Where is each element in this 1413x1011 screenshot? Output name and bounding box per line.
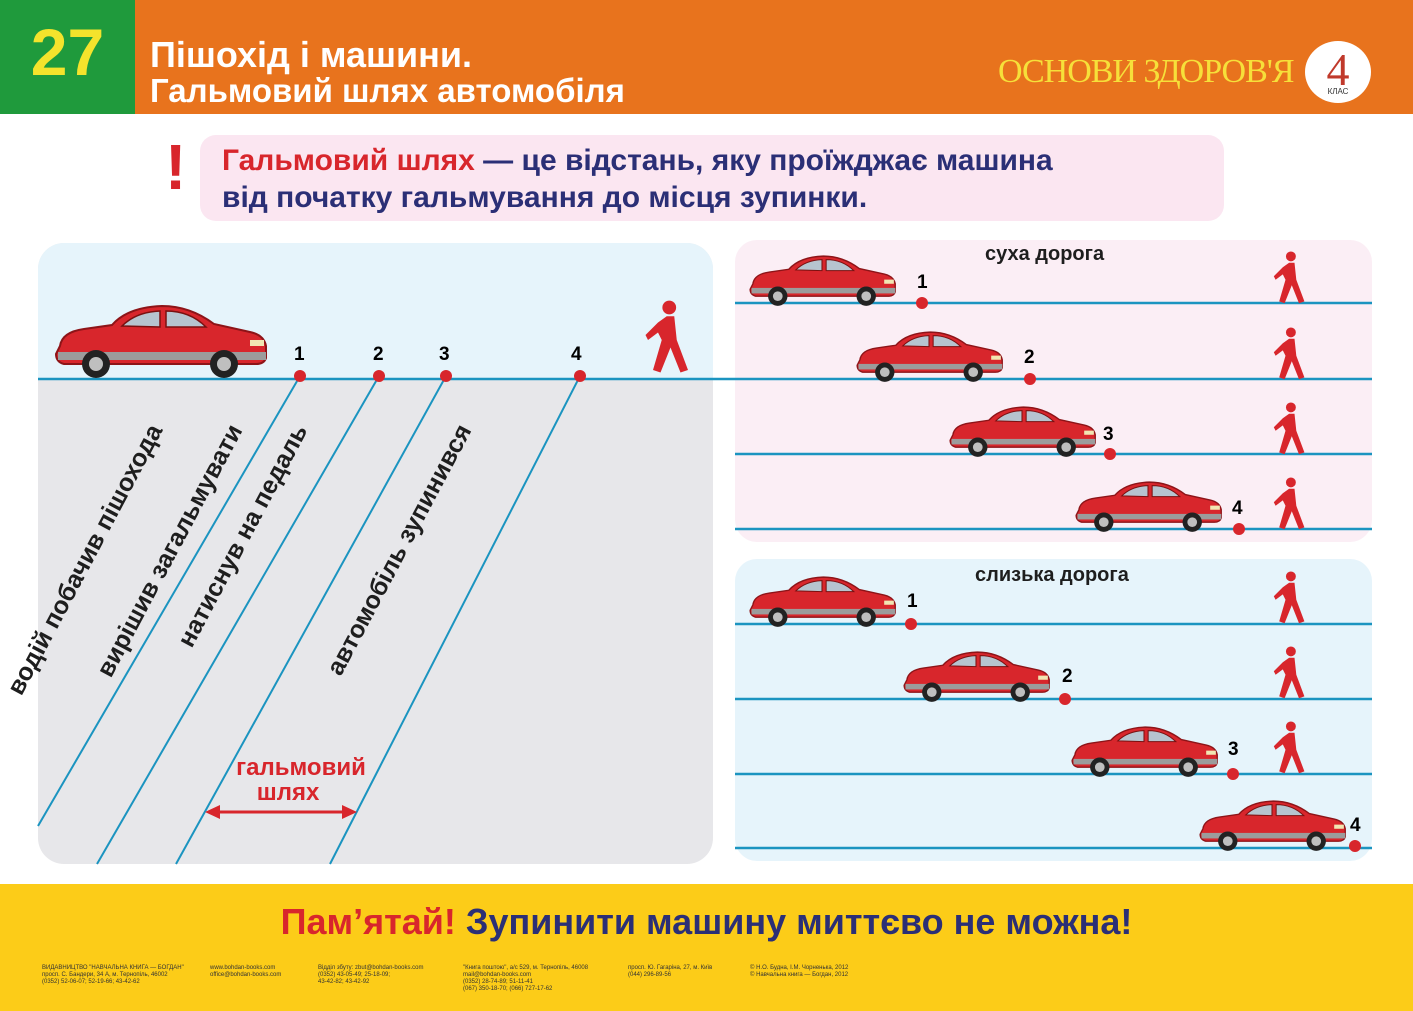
slippery-step-2: 2 (1062, 666, 1073, 687)
dry-step-3: 3 (1103, 424, 1114, 445)
dry-dot-1 (916, 297, 928, 309)
footer-fineprint-publisher: ВИДАВНИЦТВО "НАВЧАЛЬНА КНИГА — БОГДАН" п… (42, 965, 184, 985)
footer-fineprint-sales: Відділ збуту: zbut@bohdan-books.com (035… (318, 965, 424, 985)
slippery-dot-4 (1349, 840, 1361, 852)
definition-box (200, 135, 1224, 221)
dry-step-2: 2 (1024, 347, 1035, 368)
marker-number-4: 4 (571, 344, 582, 365)
title-line-2: Гальмовий шлях автомобіля (150, 72, 625, 109)
diagonal-line-3 (175, 375, 447, 865)
header-bar (135, 0, 1413, 114)
dry-dot-4 (1233, 523, 1245, 535)
marker-number-2: 2 (373, 344, 384, 365)
lesson-number: 27 (30, 15, 105, 89)
pedestrian-icon (1273, 646, 1305, 699)
dry-dot-3 (1104, 448, 1116, 460)
grade-label: КЛАС (1327, 87, 1349, 96)
marker-dot-3 (440, 370, 452, 382)
slippery-step-1: 1 (907, 591, 918, 612)
grade-badge: 4 КЛАС (1305, 41, 1371, 103)
marker-dot-2 (373, 370, 385, 382)
footer-message: Пам’ятай! Зупинити машину миттєво не мож… (0, 900, 1413, 944)
exclamation-icon: ! (165, 131, 187, 203)
diagonal-line-1 (37, 375, 301, 827)
pedestrian-icon (1273, 571, 1305, 624)
diagonal-line-4 (329, 375, 581, 865)
pedestrian-icon (1273, 721, 1305, 774)
slippery-road-title: слизька дорога (975, 564, 1129, 586)
definition-line-2: від початку гальмування до місця зупинки… (222, 181, 868, 214)
footer-fineprint-mail: "Книга поштою", а/с 529, м. Тернопіль, 4… (463, 965, 589, 992)
car-icon (749, 576, 896, 628)
marker-dot-4 (574, 370, 586, 382)
footer-fineprint-web: www.bohdan-books.com office@bohdan-books… (210, 965, 282, 978)
car-icon (1071, 726, 1218, 778)
dry-dot-2 (1024, 373, 1036, 385)
definition-text: — це відстань, яку проїжджає машина (474, 144, 1053, 177)
braking-label-2: шлях (257, 779, 320, 806)
slippery-dot-2 (1059, 693, 1071, 705)
dry-step-4: 4 (1232, 498, 1243, 519)
definition-term: Гальмовий шлях (222, 144, 475, 177)
footer-bar (0, 884, 1413, 1011)
marker-number-1: 1 (294, 344, 305, 365)
footer-text: Зупинити машину миттєво не можна! (455, 901, 1133, 942)
marker-number-3: 3 (439, 344, 450, 365)
slippery-dot-1 (905, 618, 917, 630)
dry-step-1: 1 (917, 272, 928, 293)
double-arrow-icon (205, 805, 357, 819)
slippery-dot-3 (1227, 768, 1239, 780)
slippery-step-4: 4 (1350, 815, 1361, 836)
braking-label-1: гальмовий (236, 754, 366, 781)
dry-road-title: суха дорога (985, 243, 1105, 265)
footer-fineprint-kyiv: просп. Ю. Гагаріна, 27, м. Київ (044) 29… (628, 965, 713, 978)
car-icon (1199, 800, 1346, 852)
slippery-step-3: 3 (1228, 739, 1239, 760)
grade-number: 4 (1326, 44, 1350, 95)
brand-title: ОСНОВИ ЗДОРОВ'Я (998, 53, 1295, 90)
marker-dot-1 (294, 370, 306, 382)
diagonal-line-2 (96, 375, 380, 865)
footer-fineprint-copyright: © Н.О. Будна, І.М. Чорненька, 2012 © Нав… (750, 965, 849, 978)
footer-remember: Пам’ятай! (280, 901, 456, 942)
lesson-number-block: 27 (0, 0, 135, 114)
car-icon (903, 651, 1050, 703)
definition-line-1: Гальмовий шлях — це відстань, яку проїжд… (222, 143, 1053, 179)
title-line-1: Пішохід і машини. (150, 34, 473, 75)
